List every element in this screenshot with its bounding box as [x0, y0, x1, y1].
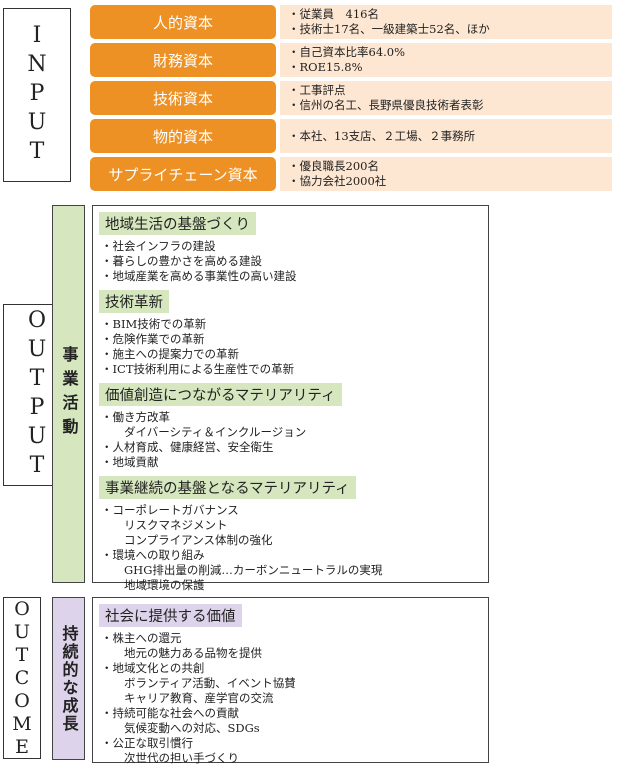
list-item: ・地域産業を高める事業性の高い建設 — [101, 269, 297, 283]
business-activity-label: 事業活動 — [59, 346, 79, 442]
section-items: ・株主への還元 地元の魅力ある品物を提供 ・地域文化との共創 ボランティア活動、… — [101, 631, 488, 766]
resource-detail: ・工事評点 ・信州の名工、長野県優良技術者表彰 — [280, 81, 612, 115]
sustainable-growth-column: 持続的な成長 — [52, 597, 85, 760]
outcome-label-box: OUTCOME — [3, 597, 41, 759]
output-label: OUTPUT — [24, 308, 50, 482]
resource-detail: ・従業員 416名 ・技術士17名、一級建築士52名、ほか — [280, 5, 612, 39]
resource-detail-line: ・優良職長200名 — [288, 159, 379, 173]
input-label-box: INPUT — [3, 8, 71, 182]
output-section: 技術革新 ・BIM技術での革新 ・危険作業での革新 ・施主への提案力での革新 ・… — [93, 284, 488, 377]
resource-detail: ・本社、13支店、２工場、２事務所 — [280, 119, 612, 153]
section-title: 技術革新 — [99, 290, 169, 313]
list-item: キャリア教育、産学官の交流 — [101, 691, 274, 705]
resource-detail-line: ・従業員 416名 — [288, 7, 379, 21]
sustainable-growth-label: 持続的な成長 — [59, 624, 79, 733]
resource-row-technical: 技術資本 ・工事評点 ・信州の名工、長野県優良技術者表彰 — [90, 81, 612, 115]
input-label: INPUT — [24, 22, 50, 168]
resource-detail: ・自己資本比率64.0% ・ROE15.8% — [280, 43, 612, 77]
section-items: ・社会インフラの建設 ・暮らしの豊かさを高める建設 ・地域産業を高める事業性の高… — [101, 239, 488, 284]
business-activity-column: 事業活動 — [52, 205, 85, 583]
output-section: 事業継続の基盤となるマテリアリティ ・コーポレートガバナンス リスクマネジメント… — [93, 470, 488, 593]
section-title: 地域生活の基盤づくり — [99, 212, 256, 235]
resource-detail-line: ・自己資本比率64.0% — [288, 45, 406, 59]
section-title: 事業継続の基盤となるマテリアリティ — [99, 476, 356, 499]
resource-row-supply-chain: サプライチェーン資本 ・優良職長200名 ・協力会社2000社 — [90, 157, 612, 191]
resource-detail-line: ・信州の名工、長野県優良技術者表彰 — [288, 98, 484, 112]
resource-detail-line: ・工事評点 — [288, 83, 346, 97]
list-item: ダイバーシティ＆インクルージョン — [101, 425, 307, 439]
resource-label: 人的資本 — [90, 5, 276, 39]
resource-detail-line: ・ROE15.8% — [288, 60, 363, 74]
list-item: ・ICT技術利用による生産性での革新 — [101, 362, 295, 376]
resource-label: 財務資本 — [90, 43, 276, 77]
output-section: 価値創造につながるマテリアリティ ・働き方改革 ダイバーシティ＆インクルージョン… — [93, 377, 488, 470]
list-item: ・地域貢献 — [101, 455, 159, 469]
list-item: ・危険作業での革新 — [101, 332, 205, 346]
resource-label: 技術資本 — [90, 81, 276, 115]
list-item: リスクマネジメント — [101, 518, 228, 532]
list-item: 次世代の担い手づくり — [101, 751, 239, 765]
resource-detail-line: ・協力会社2000社 — [288, 174, 387, 188]
output-section: 地域生活の基盤づくり ・社会インフラの建設 ・暮らしの豊かさを高める建設 ・地域… — [93, 206, 488, 284]
section-title: 価値創造につながるマテリアリティ — [99, 383, 342, 406]
list-item: ・株主への還元 — [101, 631, 182, 645]
section-items: ・BIM技術での革新 ・危険作業での革新 ・施主への提案力での革新 ・ICT技術… — [101, 317, 488, 377]
list-item: ・地域文化との共創 — [101, 661, 205, 675]
resource-label: サプライチェーン資本 — [90, 157, 276, 191]
resource-detail-line: ・本社、13支店、２工場、２事務所 — [288, 128, 476, 143]
resource-label: 物的資本 — [90, 119, 276, 153]
list-item: ・社会インフラの建設 — [101, 239, 216, 253]
resource-detail: ・優良職長200名 ・協力会社2000社 — [280, 157, 612, 191]
resource-row-physical: 物的資本 ・本社、13支店、２工場、２事務所 — [90, 119, 612, 153]
outcome-section: 社会に提供する価値 ・株主への還元 地元の魅力ある品物を提供 ・地域文化との共創… — [93, 598, 488, 766]
list-item: ・施主への提案力での革新 — [101, 347, 239, 361]
list-item: 地元の魅力ある品物を提供 — [101, 646, 262, 660]
list-item: ・BIM技術での革新 — [101, 317, 207, 331]
list-item: ・働き方改革 — [101, 410, 170, 424]
resource-detail-line: ・技術士17名、一級建築士52名、ほか — [288, 22, 490, 36]
resource-row-financial: 財務資本 ・自己資本比率64.0% ・ROE15.8% — [90, 43, 612, 77]
list-item: ボランティア活動、イベント協賛 — [101, 676, 296, 690]
list-item: コンプライアンス体制の強化 — [101, 533, 273, 547]
list-item: 気候変動への対応、SDGs — [101, 721, 260, 735]
outcome-label: OUTCOME — [11, 597, 33, 759]
list-item: ・暮らしの豊かさを高める建設 — [101, 254, 262, 268]
section-title: 社会に提供する価値 — [99, 604, 242, 627]
list-item: 地域環境の保護 — [101, 578, 205, 592]
section-items: ・働き方改革 ダイバーシティ＆インクルージョン ・人材育成、健康経営、安全衛生 … — [101, 410, 488, 470]
list-item: ・人材育成、健康経営、安全衛生 — [101, 440, 274, 454]
list-item: ・コーポレートガバナンス — [101, 503, 239, 517]
list-item: ・環境への取り組み — [101, 548, 205, 562]
resource-row-human: 人的資本 ・従業員 416名 ・技術士17名、一級建築士52名、ほか — [90, 5, 612, 39]
output-panel: 地域生活の基盤づくり ・社会インフラの建設 ・暮らしの豊かさを高める建設 ・地域… — [92, 205, 489, 592]
outcome-panel: 社会に提供する価値 ・株主への還元 地元の魅力ある品物を提供 ・地域文化との共創… — [92, 597, 489, 766]
list-item: GHG排出量の削減…カーボンニュートラルの実現 — [101, 563, 383, 577]
section-items: ・コーポレートガバナンス リスクマネジメント コンプライアンス体制の強化 ・環境… — [101, 503, 488, 593]
list-item: ・持続可能な社会への貢献 — [101, 706, 239, 720]
list-item: ・公正な取引慣行 — [101, 736, 193, 750]
